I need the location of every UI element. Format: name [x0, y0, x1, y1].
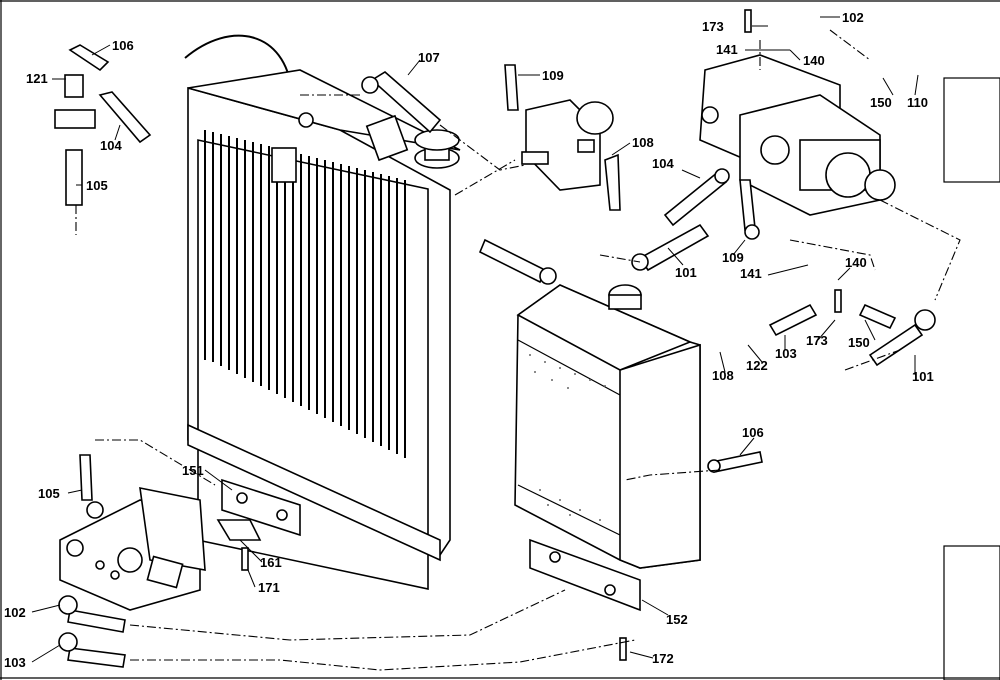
mount-bracket-152 — [529, 538, 641, 612]
label-101-right: 101 — [912, 369, 934, 384]
hydraulic-pump-icon — [521, 99, 614, 191]
label-109-right: 109 — [722, 250, 744, 265]
label-108-top: 108 — [632, 135, 654, 150]
hydraulic-pump-icon-lower — [59, 486, 206, 611]
label-121: 121 — [26, 71, 48, 86]
hose-104 — [663, 168, 730, 227]
label-104-right: 104 — [652, 156, 674, 171]
hose-150 — [858, 303, 897, 330]
hose-107 — [361, 71, 442, 134]
label-102-top: 102 — [842, 10, 864, 25]
label-108-mid: 108 — [712, 368, 734, 383]
hose-101-left — [478, 238, 557, 285]
fittings-left-stack — [54, 44, 152, 206]
label-102-lower: 102 — [4, 605, 26, 620]
mount-plate-161 — [216, 519, 262, 541]
label-141-mid: 141 — [740, 266, 762, 281]
label-161: 161 — [260, 555, 282, 570]
label-141-top: 141 — [716, 42, 738, 57]
label-104-left: 104 — [100, 138, 122, 153]
label-110: 110 — [907, 95, 928, 110]
hydraulic-tank-icon — [514, 284, 701, 569]
label-101-mid: 101 — [675, 265, 697, 280]
label-151: 151 — [182, 463, 204, 478]
label-150-mid: 150 — [848, 335, 870, 350]
part-labels: 106 121 104 105 107 109 108 173 102 141 … — [4, 10, 934, 670]
label-152: 152 — [666, 612, 688, 627]
label-105-top: 105 — [86, 178, 108, 193]
hose-105-lower — [79, 454, 104, 519]
label-103-mid: 103 — [775, 346, 797, 361]
label-106-top: 106 — [112, 38, 134, 53]
hose-101-right — [868, 309, 936, 367]
label-172: 172 — [652, 651, 674, 666]
label-122: 122 — [746, 358, 768, 373]
label-107: 107 — [418, 50, 440, 65]
radiator-icon — [187, 69, 461, 590]
hose-103-lower — [58, 632, 126, 668]
hose-102-lower — [58, 595, 126, 633]
label-171: 171 — [258, 580, 280, 595]
hose-109-upper — [504, 64, 519, 111]
label-140-top: 140 — [803, 53, 825, 68]
hose-103 — [768, 303, 818, 337]
label-105-lower: 105 — [38, 486, 60, 501]
connection-lines — [75, 29, 961, 671]
control-valve-block-icon — [699, 54, 896, 216]
hose-101-upper — [631, 223, 710, 272]
tank-stipple — [529, 354, 606, 521]
label-150-top: 150 — [870, 95, 892, 110]
leader-lines — [31, 16, 919, 663]
label-106-right: 106 — [742, 425, 764, 440]
bolts — [241, 9, 842, 661]
label-173-mid: 173 — [806, 333, 828, 348]
radiator-fins — [204, 130, 406, 458]
label-140-mid: 140 — [845, 255, 867, 270]
label-173-top: 173 — [702, 19, 724, 34]
label-103-lower: 103 — [4, 655, 26, 670]
mount-bracket-151 — [221, 478, 301, 537]
bolt-106-right — [707, 451, 763, 473]
hose-109 — [739, 179, 760, 240]
label-109-top: 109 — [542, 68, 564, 83]
hose-108 — [604, 153, 621, 211]
